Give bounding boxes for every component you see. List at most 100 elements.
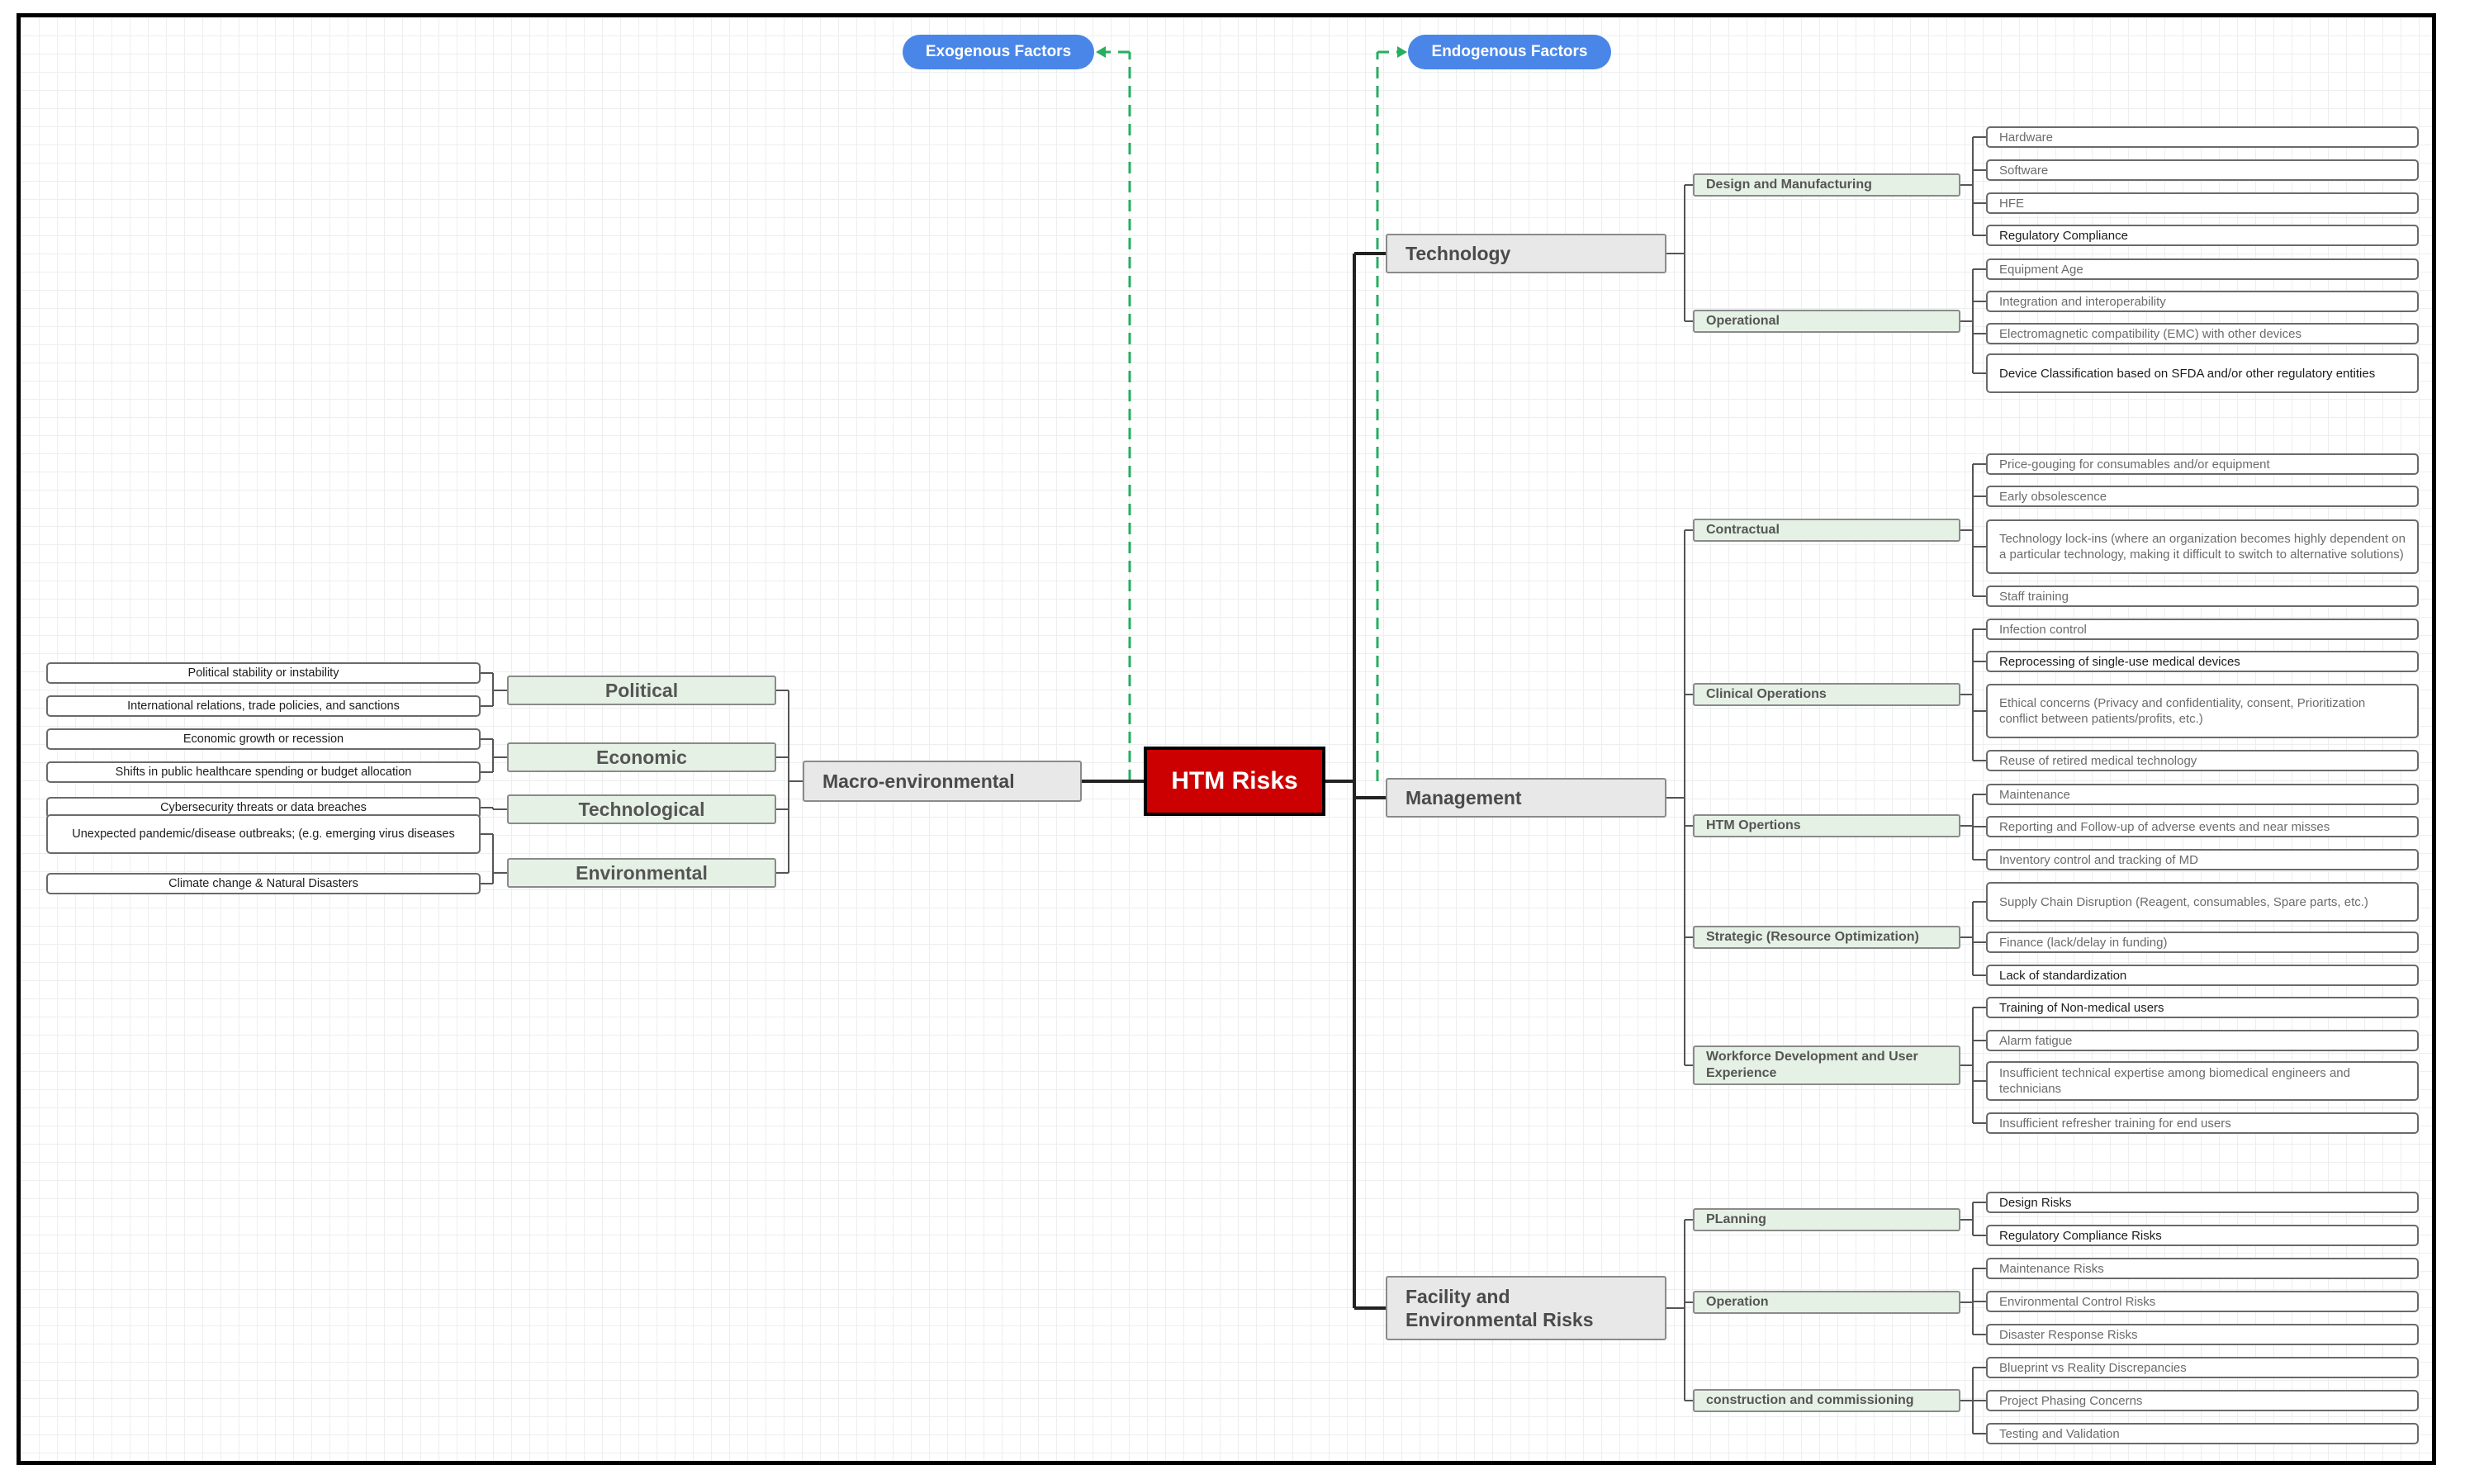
risk-item-label: Alarm fatigue	[1999, 1033, 2073, 1048]
macro-factor-item[interactable]: Shifts in public healthcare spending or …	[46, 761, 481, 783]
macro-factor-item[interactable]: Unexpected pandemic/disease outbreaks; (…	[46, 814, 481, 854]
risk-item[interactable]: Integration and interoperability	[1986, 291, 2419, 312]
sub-node-contractual[interactable]: Contractual	[1693, 519, 1960, 542]
sub-node-construction-and-commissioning[interactable]: construction and commissioning	[1693, 1389, 1960, 1412]
sub-node-construction-and-commissioning-label: construction and commissioning	[1706, 1393, 1914, 1407]
main-node-technology-label: Technology	[1406, 243, 1511, 264]
category-economic[interactable]: Economic	[507, 742, 776, 772]
risk-item[interactable]: Infection control	[1986, 619, 2419, 640]
risk-item-label: Electromagnetic compatibility (EMC) with…	[1999, 326, 2301, 341]
risk-item[interactable]: Insufficient refresher training for end …	[1986, 1112, 2419, 1134]
risk-item[interactable]: Reprocessing of single-use medical devic…	[1986, 651, 2419, 672]
risk-item[interactable]: Reporting and Follow-up of adverse event…	[1986, 816, 2419, 837]
risk-item[interactable]: Disaster Response Risks	[1986, 1324, 2419, 1345]
sub-node-operational-label: Operational	[1706, 314, 1780, 328]
risk-item[interactable]: Equipment Age	[1986, 258, 2419, 280]
risk-item[interactable]: Inventory control and tracking of MD	[1986, 849, 2419, 870]
sub-node-operational[interactable]: Operational	[1693, 310, 1960, 333]
exogenous-factors-pill-label: Exogenous Factors	[925, 43, 1072, 60]
risk-item[interactable]: Reuse of retired medical technology	[1986, 750, 2419, 771]
risk-item-label: Maintenance	[1999, 787, 2070, 802]
risk-item[interactable]: Electromagnetic compatibility (EMC) with…	[1986, 323, 2419, 344]
risk-item[interactable]: Staff training	[1986, 586, 2419, 607]
sub-node-planning-label: PLanning	[1706, 1212, 1766, 1226]
risk-item[interactable]: Hardware	[1986, 126, 2419, 148]
category-environmental-label: Environmental	[576, 861, 708, 884]
risk-item-label: Early obsolescence	[1999, 489, 2107, 504]
risk-item[interactable]: Ethical concerns (Privacy and confidenti…	[1986, 684, 2419, 738]
risk-item[interactable]: Design Risks	[1986, 1192, 2419, 1213]
risk-item[interactable]: Blueprint vs Reality Discrepancies	[1986, 1357, 2419, 1378]
sub-node-htm-opertions-label: HTM Opertions	[1706, 818, 1801, 832]
main-node-macro-environmental-label: Macro-environmental	[822, 770, 1015, 792]
risk-item-label: Hardware	[1999, 130, 2054, 145]
sub-node-clinical-operations-label: Clinical Operations	[1706, 687, 1827, 701]
risk-item-label: Software	[1999, 163, 2049, 178]
risk-item[interactable]: Software	[1986, 159, 2419, 181]
root-node-htm-risks[interactable]: HTM Risks	[1144, 747, 1325, 816]
risk-item[interactable]: Environmental Control Risks	[1986, 1291, 2419, 1312]
sub-node-clinical-operations[interactable]: Clinical Operations	[1693, 683, 1960, 706]
exogenous-factors-pill[interactable]: Exogenous Factors	[903, 35, 1094, 69]
risk-item-label: Regulatory Compliance	[1999, 228, 2128, 243]
sub-node-design-and-manufacturing[interactable]: Design and Manufacturing	[1693, 173, 1960, 197]
risk-item-label: Reprocessing of single-use medical devic…	[1999, 654, 2240, 669]
risk-item[interactable]: HFE	[1986, 192, 2419, 214]
risk-item[interactable]: Alarm fatigue	[1986, 1030, 2419, 1051]
risk-item-label: Training of Non-medical users	[1999, 1000, 2164, 1015]
macro-factor-item[interactable]: Political stability or instability	[46, 662, 481, 684]
risk-item-label: Infection control	[1999, 622, 2087, 637]
risk-item[interactable]: Price-gouging for consumables and/or equ…	[1986, 453, 2419, 475]
risk-item-label: Ethical concerns (Privacy and confidenti…	[1999, 696, 2366, 726]
risk-item[interactable]: Device Classification based on SFDA and/…	[1986, 353, 2419, 393]
risk-item[interactable]: Maintenance	[1986, 784, 2419, 805]
risk-item-label: Project Phasing Concerns	[1999, 1393, 2143, 1408]
sub-node-operation[interactable]: Operation	[1693, 1291, 1960, 1314]
risk-item[interactable]: Project Phasing Concerns	[1986, 1390, 2419, 1411]
risk-item-label: Design Risks	[1999, 1195, 2072, 1210]
risk-item[interactable]: Technology lock-ins (where an organizati…	[1986, 519, 2419, 574]
risk-item[interactable]: Maintenance Risks	[1986, 1258, 2419, 1279]
main-node-management[interactable]: Management	[1386, 778, 1666, 818]
sub-node-contractual-label: Contractual	[1706, 523, 1780, 537]
main-node-facility[interactable]: Facility and Environmental Risks	[1386, 1276, 1666, 1340]
risk-item[interactable]: Regulatory Compliance	[1986, 225, 2419, 246]
category-political[interactable]: Political	[507, 676, 776, 705]
risk-item[interactable]: Insufficient technical expertise among b…	[1986, 1061, 2419, 1101]
endogenous-arrowhead	[1397, 46, 1407, 58]
risk-item[interactable]: Supply Chain Disruption (Reagent, consum…	[1986, 882, 2419, 922]
risk-item[interactable]: Regulatory Compliance Risks	[1986, 1225, 2419, 1246]
category-technological[interactable]: Technological	[507, 794, 776, 824]
endogenous-factors-pill[interactable]: Endogenous Factors	[1408, 35, 1611, 69]
risk-item[interactable]: Lack of standardization	[1986, 965, 2419, 986]
sub-node-workforce-development-and-user-experience[interactable]: Workforce Development and User Experienc…	[1693, 1045, 1960, 1085]
category-environmental[interactable]: Environmental	[507, 858, 776, 888]
macro-factor-item-label: Shifts in public healthcare spending or …	[115, 765, 412, 779]
risk-item[interactable]: Finance (lack/delay in funding)	[1986, 932, 2419, 953]
sub-node-strategic-resource-optimization[interactable]: Strategic (Resource Optimization)	[1693, 926, 1960, 949]
main-node-macro-environmental[interactable]: Macro-environmental	[803, 761, 1082, 802]
sub-node-planning[interactable]: PLanning	[1693, 1208, 1960, 1231]
main-node-technology[interactable]: Technology	[1386, 234, 1666, 273]
macro-factor-item-label: Economic growth or recession	[183, 732, 344, 746]
macro-factor-item[interactable]: Climate change & Natural Disasters	[46, 873, 481, 894]
risk-item-label: Maintenance Risks	[1999, 1261, 2104, 1276]
risk-item[interactable]: Testing and Validation	[1986, 1423, 2419, 1444]
risk-item-label: Finance (lack/delay in funding)	[1999, 935, 2168, 950]
main-node-management-label: Management	[1406, 787, 1522, 808]
diagram-frame	[17, 13, 2436, 1465]
risk-item-label: Blueprint vs Reality Discrepancies	[1999, 1360, 2187, 1375]
sub-node-strategic-resource-optimization-label: Strategic (Resource Optimization)	[1706, 930, 1919, 944]
macro-factor-item-label: Cybersecurity threats or data breaches	[160, 800, 367, 814]
macro-factor-item-label: Political stability or instability	[187, 666, 339, 680]
risk-item[interactable]: Early obsolescence	[1986, 486, 2419, 507]
macro-factor-item[interactable]: International relations, trade policies,…	[46, 695, 481, 717]
macro-factor-item[interactable]: Economic growth or recession	[46, 728, 481, 750]
sub-node-htm-opertions[interactable]: HTM Opertions	[1693, 814, 1960, 837]
risk-item-label: HFE	[1999, 196, 2024, 211]
macro-factor-item-label: Unexpected pandemic/disease outbreaks; (…	[72, 827, 455, 841]
risk-item-label: Inventory control and tracking of MD	[1999, 852, 2198, 867]
risk-item[interactable]: Training of Non-medical users	[1986, 997, 2419, 1018]
